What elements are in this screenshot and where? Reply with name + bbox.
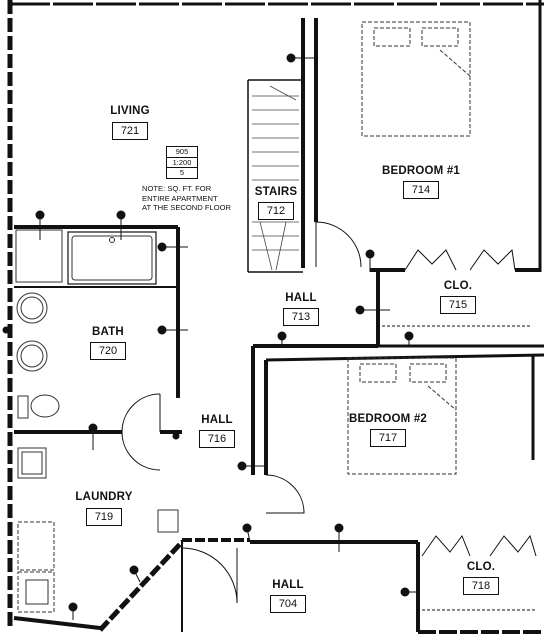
room-name-stairs: STAIRS: [254, 186, 298, 198]
stair-treads: [252, 85, 299, 271]
room-number-laundry: 719: [86, 508, 122, 526]
bed-bedroom-2: [347, 357, 457, 475]
room-name-living: LIVING: [110, 105, 150, 117]
area-tag: 905 1:200 5: [166, 146, 198, 179]
room-number-living: 721: [112, 122, 148, 140]
exterior-walls: [7, 0, 544, 628]
room-number-hall-713: 713: [283, 308, 319, 326]
area-tag-line-1: 905: [167, 147, 197, 158]
room-name-hall-704: HALL: [272, 579, 304, 591]
area-tag-line-3: 5: [179, 168, 185, 177]
area-note: NOTE: SQ. FT. FOR ENTIRE APARTMENT AT TH…: [142, 184, 231, 213]
room-number-bedroom-2: 717: [370, 429, 406, 447]
doors: [121, 221, 537, 604]
room-number-closet-718: 718: [463, 577, 499, 595]
room-name-bedroom-1: BEDROOM #1: [381, 165, 461, 177]
room-number-stairs: 712: [258, 202, 294, 220]
room-number-hall-704: 704: [270, 595, 306, 613]
area-tag-line-2: 1:200: [167, 158, 197, 168]
bed-bedroom-1: [361, 21, 471, 137]
bath-fixtures: [15, 229, 157, 419]
room-name-hall-713: HALL: [285, 292, 317, 304]
room-name-bath: BATH: [92, 326, 124, 338]
area-note-line-2: ENTIRE APARTMENT: [142, 193, 218, 203]
room-number-closet-715: 715: [440, 296, 476, 314]
room-name-laundry: LAUNDRY: [75, 491, 133, 503]
room-number-bath: 720: [90, 342, 126, 360]
fixture-markers: [2, 53, 418, 620]
room-name-bedroom-2: BEDROOM #2: [348, 413, 428, 425]
room-name-closet-718: CLO.: [466, 561, 496, 573]
area-note-line-3: AT THE SECOND FLOOR: [142, 203, 232, 213]
closet-rods: [382, 325, 536, 611]
interior-walls: [13, 18, 544, 634]
room-number-bedroom-1: 714: [403, 181, 439, 199]
room-number-hall-716: 716: [199, 430, 235, 448]
room-name-hall-716: HALL: [201, 414, 233, 426]
laundry-fixtures: [17, 447, 179, 613]
room-name-closet-715: CLO.: [443, 280, 473, 292]
area-note-line-1: NOTE: SQ. FT. FOR: [142, 184, 212, 193]
